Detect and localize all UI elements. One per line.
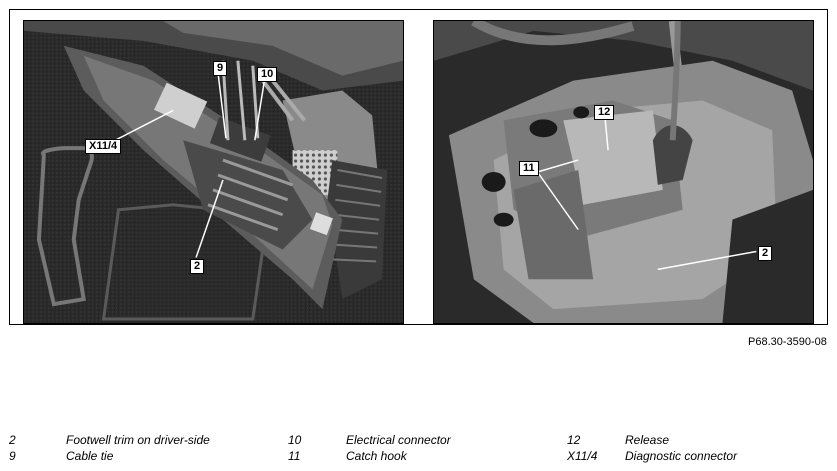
legend-key-12: 12 [567, 433, 581, 447]
legend-key-10: 10 [288, 433, 302, 447]
legend-key-9: 9 [9, 449, 16, 463]
callout-12: 12 [594, 105, 615, 120]
legend-text-10: Electrical connector [346, 433, 451, 447]
legend-text-12: Release [625, 433, 670, 447]
legend-key-2: 2 [9, 433, 16, 447]
legend-text-x11-4: Diagnostic connector [625, 449, 738, 463]
callout-11: 11 [519, 161, 539, 176]
photo-footwell-trim-installed: X11/4 9 10 2 [23, 20, 404, 324]
legend-text-11: Catch hook [346, 449, 407, 463]
callout-x11-4: X11/4 [85, 139, 122, 154]
legend-key-x11-4: X11/4 [567, 449, 598, 463]
callout-2-right: 2 [758, 246, 773, 261]
callout-10: 10 [257, 67, 278, 82]
photo-right-illustration [434, 21, 813, 323]
callout-2-left: 2 [190, 259, 205, 274]
photo-footwell-trim-removed: 12 11 2 [433, 20, 814, 324]
legend-text-2: Footwell trim on driver-side [66, 433, 210, 447]
figure-reference-code: P68.30-3590-08 [748, 336, 827, 348]
legend-key-11: 11 [288, 449, 301, 463]
figure-frame: X11/4 9 10 2 [9, 9, 828, 325]
legend-text-9: Cable tie [66, 449, 114, 463]
callout-9: 9 [213, 61, 228, 76]
